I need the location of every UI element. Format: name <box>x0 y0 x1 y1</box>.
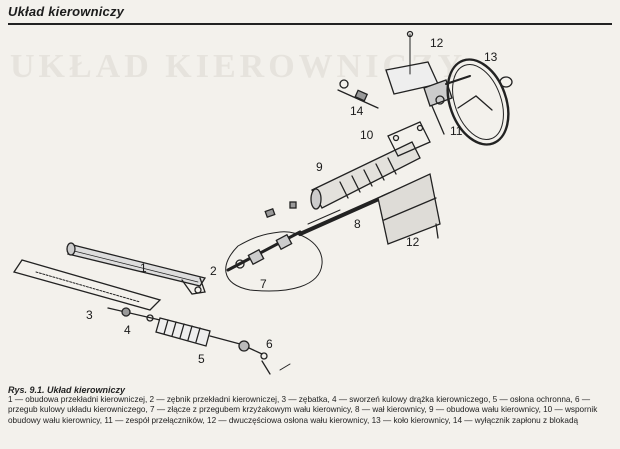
page-title: Układ kierowniczy <box>8 4 125 19</box>
callout-11: 11 <box>450 124 463 138</box>
callout-14: 14 <box>350 104 364 118</box>
column-housing-part <box>310 141 421 210</box>
callout-12-lower: 12 <box>406 235 420 249</box>
callout-2: 2 <box>210 264 217 278</box>
callout-8: 8 <box>354 217 361 231</box>
callout-10: 10 <box>360 128 374 142</box>
watermark-text: UKŁAD KIEROWNICZY <box>10 48 467 85</box>
caption-text: 1 — obudowa przekładni kierowniczej, 2 —… <box>8 395 598 425</box>
steering-wheel-part <box>446 58 513 146</box>
ujoint-part <box>225 230 323 292</box>
lower-shroud-part <box>377 173 441 245</box>
ignition-switch-part <box>337 79 379 109</box>
caption-title: Rys. 9.1. Układ kierowniczy <box>8 385 126 395</box>
steering-shaft-part <box>264 192 392 236</box>
callout-6: 6 <box>266 337 273 351</box>
tie-rod-end-part <box>238 340 291 375</box>
callout-7: 7 <box>260 277 267 291</box>
boot-part <box>155 317 241 347</box>
rack-housing-part <box>66 242 207 295</box>
ball-joint-part <box>107 307 161 322</box>
switch-assembly-part <box>423 75 471 135</box>
callout-1: 1 <box>140 261 147 275</box>
callout-3: 3 <box>86 308 93 322</box>
callout-9: 9 <box>316 160 323 174</box>
callout-12-upper: 12 <box>430 36 444 50</box>
callout-5: 5 <box>198 352 205 366</box>
callout-13: 13 <box>484 50 498 64</box>
figure-caption: Rys. 9.1. Układ kierowniczy 1 — obudowa … <box>8 385 612 426</box>
callout-4: 4 <box>124 323 131 337</box>
page-header: Układ kierowniczy <box>8 3 612 25</box>
steering-diagram: 1 2 3 4 5 6 7 8 9 10 11 12 12 13 14 <box>0 24 620 380</box>
bracket-part <box>387 121 431 157</box>
rack-part <box>12 259 162 311</box>
steering-diagram-drawing <box>12 30 513 375</box>
